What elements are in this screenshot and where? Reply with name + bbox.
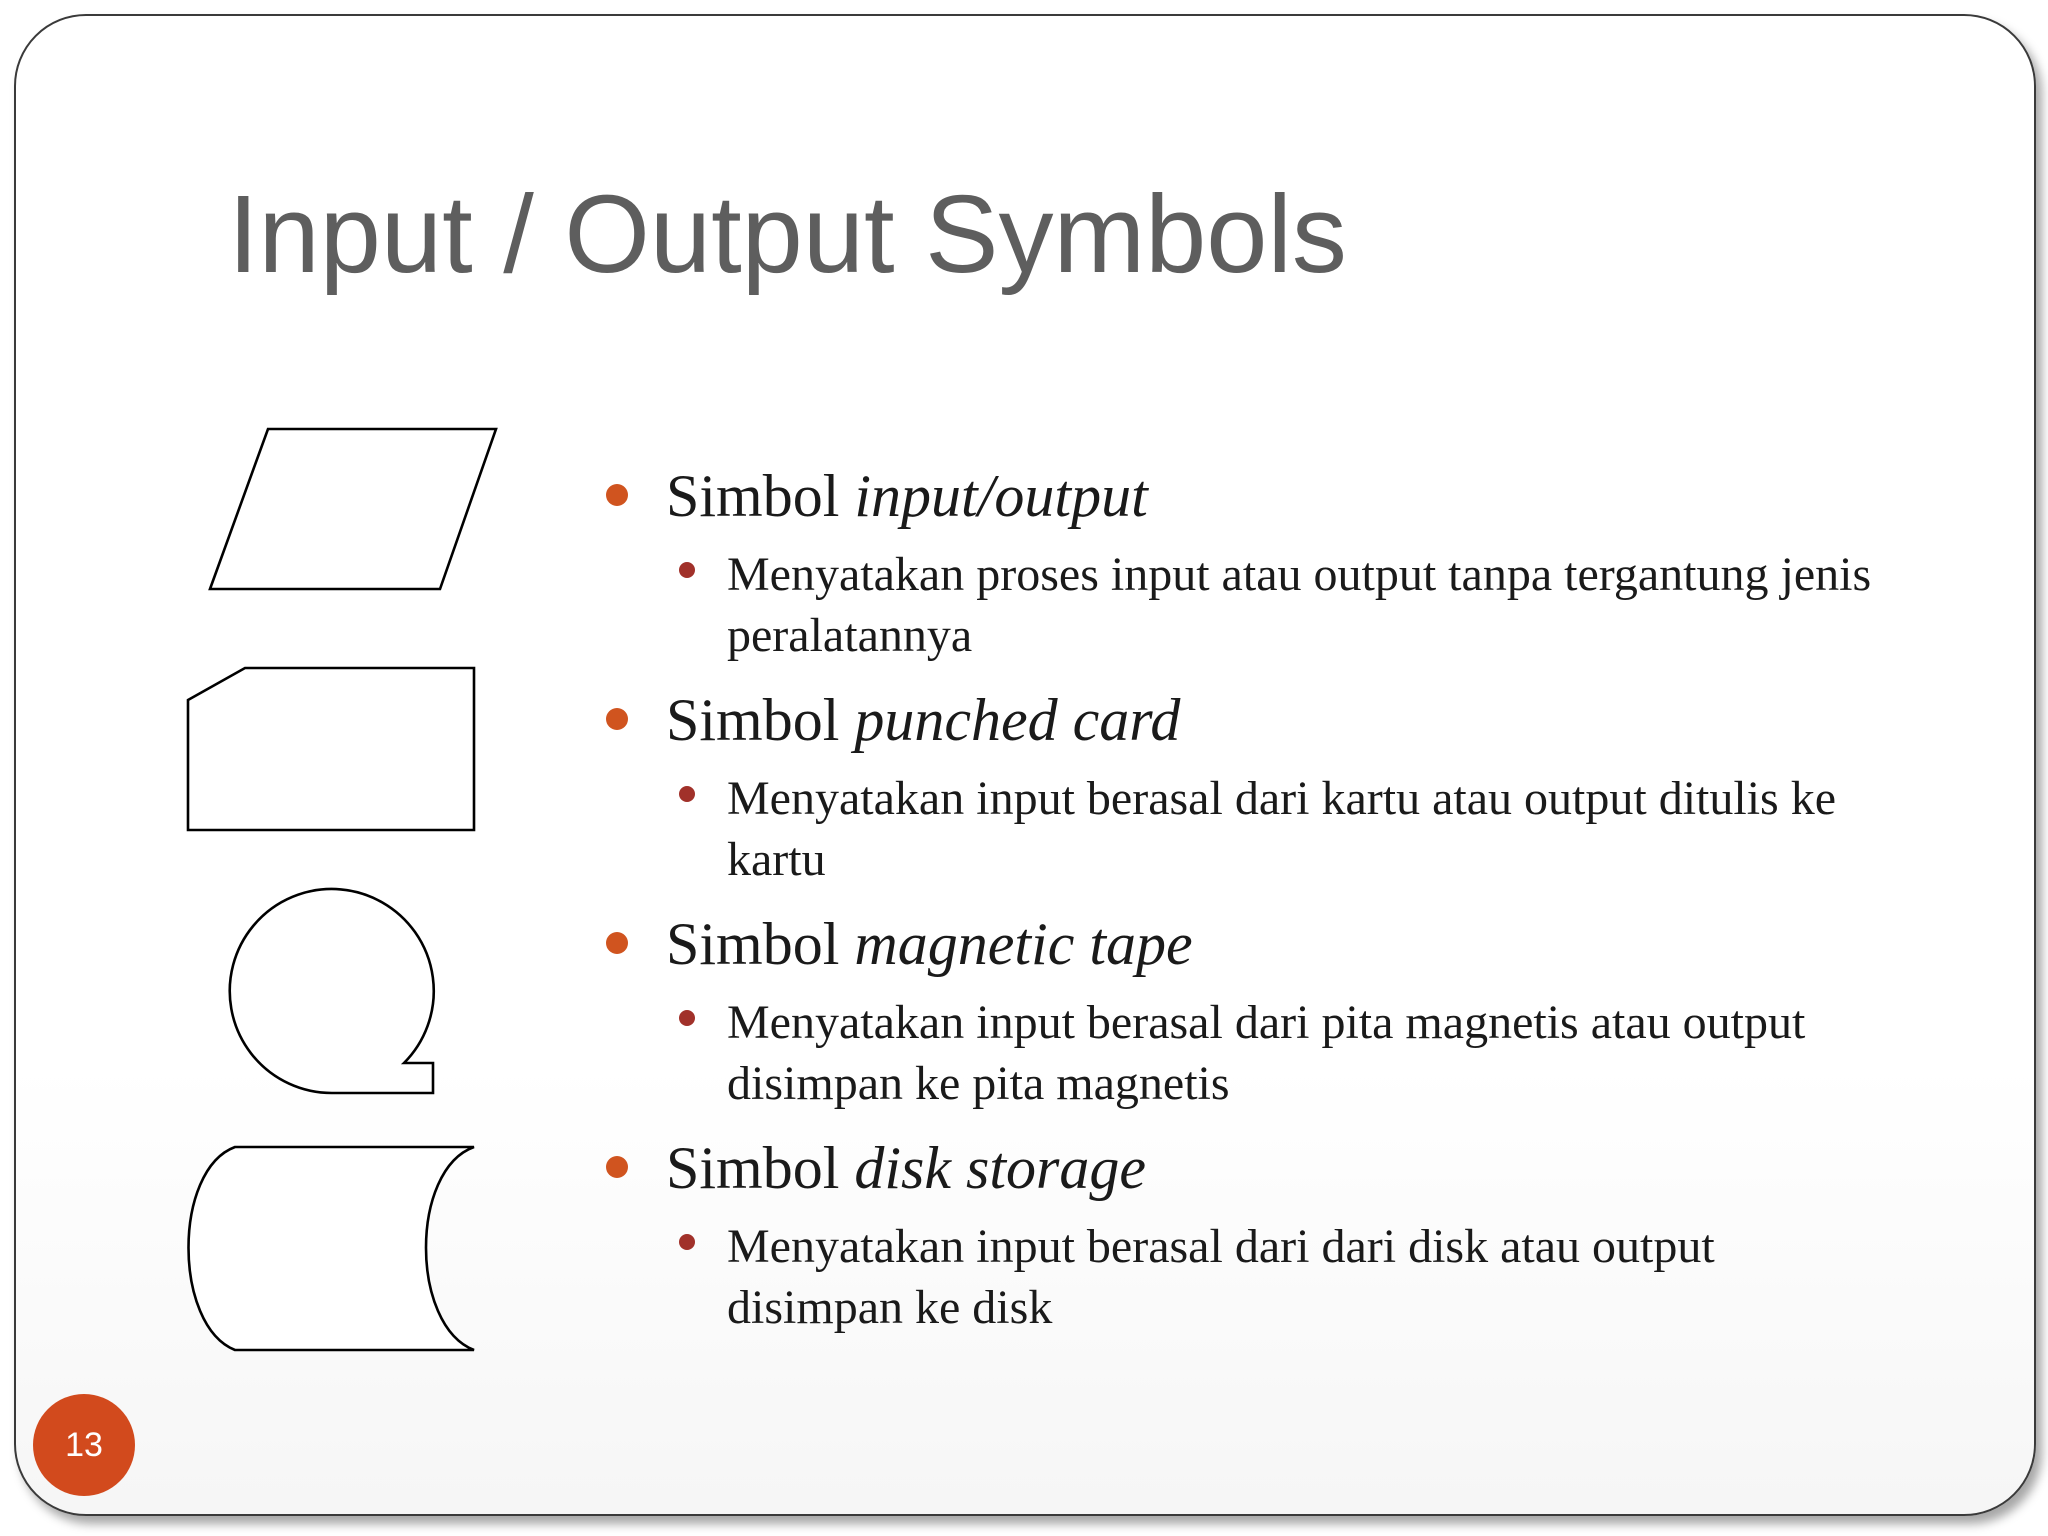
item-description-punched-card: Menyatakan input berasal dari kartu atau… xyxy=(679,768,1897,890)
item-term: punched card xyxy=(854,687,1181,753)
item-description-disk-storage: Menyatakan input berasal dari dari disk … xyxy=(679,1216,1897,1338)
page-number-badge: 13 xyxy=(33,1394,135,1496)
slide-title: Input / Output Symbols xyxy=(228,173,1347,296)
input-output-symbol xyxy=(208,427,498,591)
item-description-input-output: Menyatakan proses input atau output tanp… xyxy=(679,544,1897,666)
item-prefix: Simbol xyxy=(666,463,840,529)
item-term: magnetic tape xyxy=(854,911,1193,977)
item-prefix: Simbol xyxy=(666,911,840,977)
disk-storage-symbol xyxy=(187,1145,475,1352)
item-description-magnetic-tape: Menyatakan input berasal dari pita magne… xyxy=(679,992,1897,1114)
item-term: input/output xyxy=(854,463,1148,529)
magnetic-tape-symbol xyxy=(228,887,435,1095)
item-prefix: Simbol xyxy=(666,687,840,753)
item-prefix: Simbol xyxy=(666,1135,840,1201)
item-title-punched-card: Simbol punched card xyxy=(605,686,1181,755)
item-title-input-output: Simbol input/output xyxy=(606,462,1148,531)
item-title-disk-storage: Simbol disk storage xyxy=(605,1134,1147,1203)
item-term: disk storage xyxy=(854,1135,1147,1201)
item-title-magnetic-tape: Simbol magnetic tape xyxy=(606,910,1193,979)
punched-card-symbol xyxy=(186,666,476,832)
page-number: 13 xyxy=(65,1425,103,1464)
